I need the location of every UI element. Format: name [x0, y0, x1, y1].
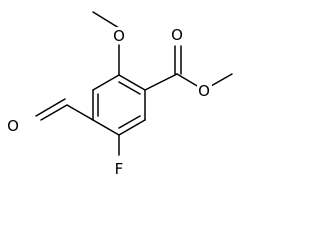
ester-carbonyl-oxygen-label: O — [171, 26, 183, 44]
ring-bond-c5-c6 — [118, 119, 146, 136]
aldehyde-oxygen-bg — [6, 117, 21, 134]
ring-bond-c2-c3 — [92, 74, 120, 91]
ring-bond-c4-c5 — [92, 119, 120, 136]
bond-methoxy-oxygen-to-methyl — [92, 11, 120, 29]
bond-aldehyde-double-a — [40, 104, 68, 121]
chemical-structure: O O O O F — [6, 11, 233, 178]
benzene-ring — [92, 74, 146, 136]
ester-carbonyl-oxygen-bg — [170, 26, 185, 43]
aldehyde-oxygen-label: O — [7, 117, 19, 135]
fluoro-group: F — [112, 134, 127, 178]
bond-ring-to-carbonyl-carbon — [144, 73, 178, 91]
ester-ether-oxygen-label: O — [198, 82, 210, 100]
ester-ether-oxygen-bg — [197, 82, 212, 99]
aldehyde-group: O — [6, 98, 94, 135]
methoxy-oxygen-label: O — [113, 27, 125, 45]
fluorine-label: F — [115, 160, 124, 178]
methyl-ester-group: O O — [144, 26, 233, 100]
methoxy-group: O — [92, 11, 127, 76]
ring-bond-c1-c2 — [118, 74, 146, 91]
ring-double-bond-inner-1 — [118, 81, 141, 95]
methoxy-oxygen-bg — [112, 27, 127, 44]
fluorine-bg — [112, 160, 127, 177]
bond-ring-to-aldehyde-carbon — [66, 104, 94, 121]
bond-aldehyde-double-b — [35, 98, 66, 117]
ring-double-bond-inner-3 — [118, 115, 141, 129]
